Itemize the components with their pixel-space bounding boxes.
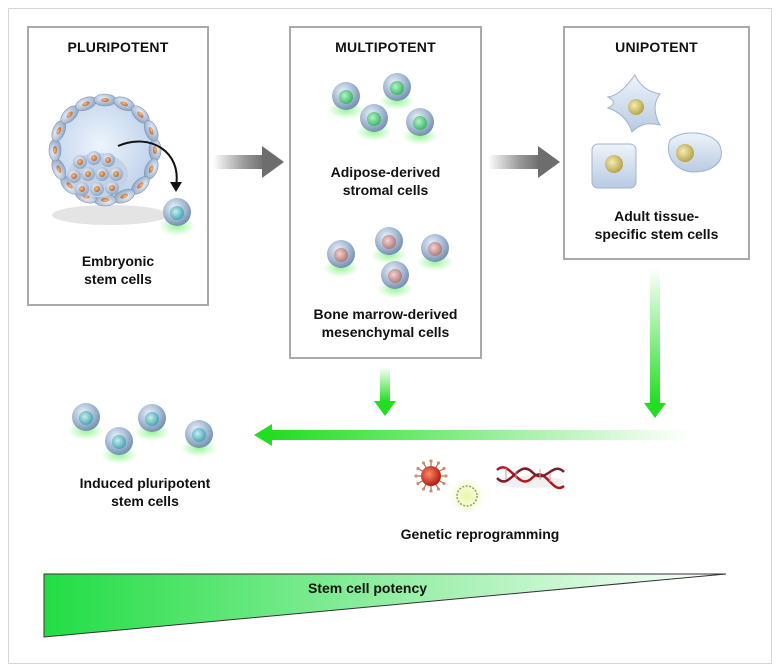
arrow-multi-down [374,367,396,416]
inner-cell-mass [67,151,128,197]
marrow-label-2: mesenchymal cells [321,324,450,340]
arrow-multi-to-uni [488,146,560,178]
unipotent-title: UNIPOTENT [615,39,698,55]
epithelial-cell [113,96,135,112]
epithelial-cell [143,120,159,142]
epithelial-cell [93,93,117,107]
epithelial-cell [75,96,97,112]
genetic-reprogramming-label: Genetic reprogramming [400,526,560,542]
multipotent-title: MULTIPOTENT [335,39,436,55]
marrow-cell [323,240,359,277]
adipose-cells [328,73,438,145]
ipsc-cell [101,427,137,464]
ipsc-cells [68,403,217,464]
ipsc-label-1: Induced pluripotent [79,475,211,491]
ipsc-cell [134,404,170,441]
epithelial-cell [60,105,79,124]
arrow-pluri-to-multi [213,146,284,178]
epithelial-cell [51,120,67,142]
embryonic-stem-cell [159,198,195,236]
arrow-reprogramming-left [254,424,690,446]
marrow-cell [377,261,413,298]
marrow-cells [323,227,453,298]
potency-wedge [43,573,727,638]
ipsc-label-2: stem cells [111,493,179,509]
adipose-label-2: stromal cells [342,182,429,198]
unipotent-label-1: Adult tissue- [614,208,699,224]
marrow-cell [371,227,407,264]
embryonic-label-1: Embryonic [81,253,155,269]
epithelial-cell [143,158,159,180]
dna-icon [496,466,565,490]
marrow-label-1: Bone marrow-derived [313,306,458,322]
unipotent-cells [591,74,722,189]
marrow-cell [417,234,453,271]
embryonic-label-2: stem cells [84,271,152,287]
epithelial-cell [51,158,67,180]
epithelial-cell [48,138,62,162]
virus-icon [414,459,448,493]
adipose-cell [328,82,364,119]
pluripotent-title: PLURIPOTENT [67,39,169,55]
adipose-cell [402,108,438,145]
ipsc-cell [181,420,217,457]
adipose-label-1: Adipose-derived [330,164,441,180]
adipose-cell [379,73,415,110]
potency-label: Stem cell potency [308,580,428,596]
unipotent-label-2: specific stem cells [594,226,719,242]
arrow-uni-down [644,268,666,418]
adipose-cell [356,104,392,141]
ipsc-cell [68,403,104,440]
plasmid-icon [449,478,485,514]
blastocyst-illustration [48,93,195,236]
